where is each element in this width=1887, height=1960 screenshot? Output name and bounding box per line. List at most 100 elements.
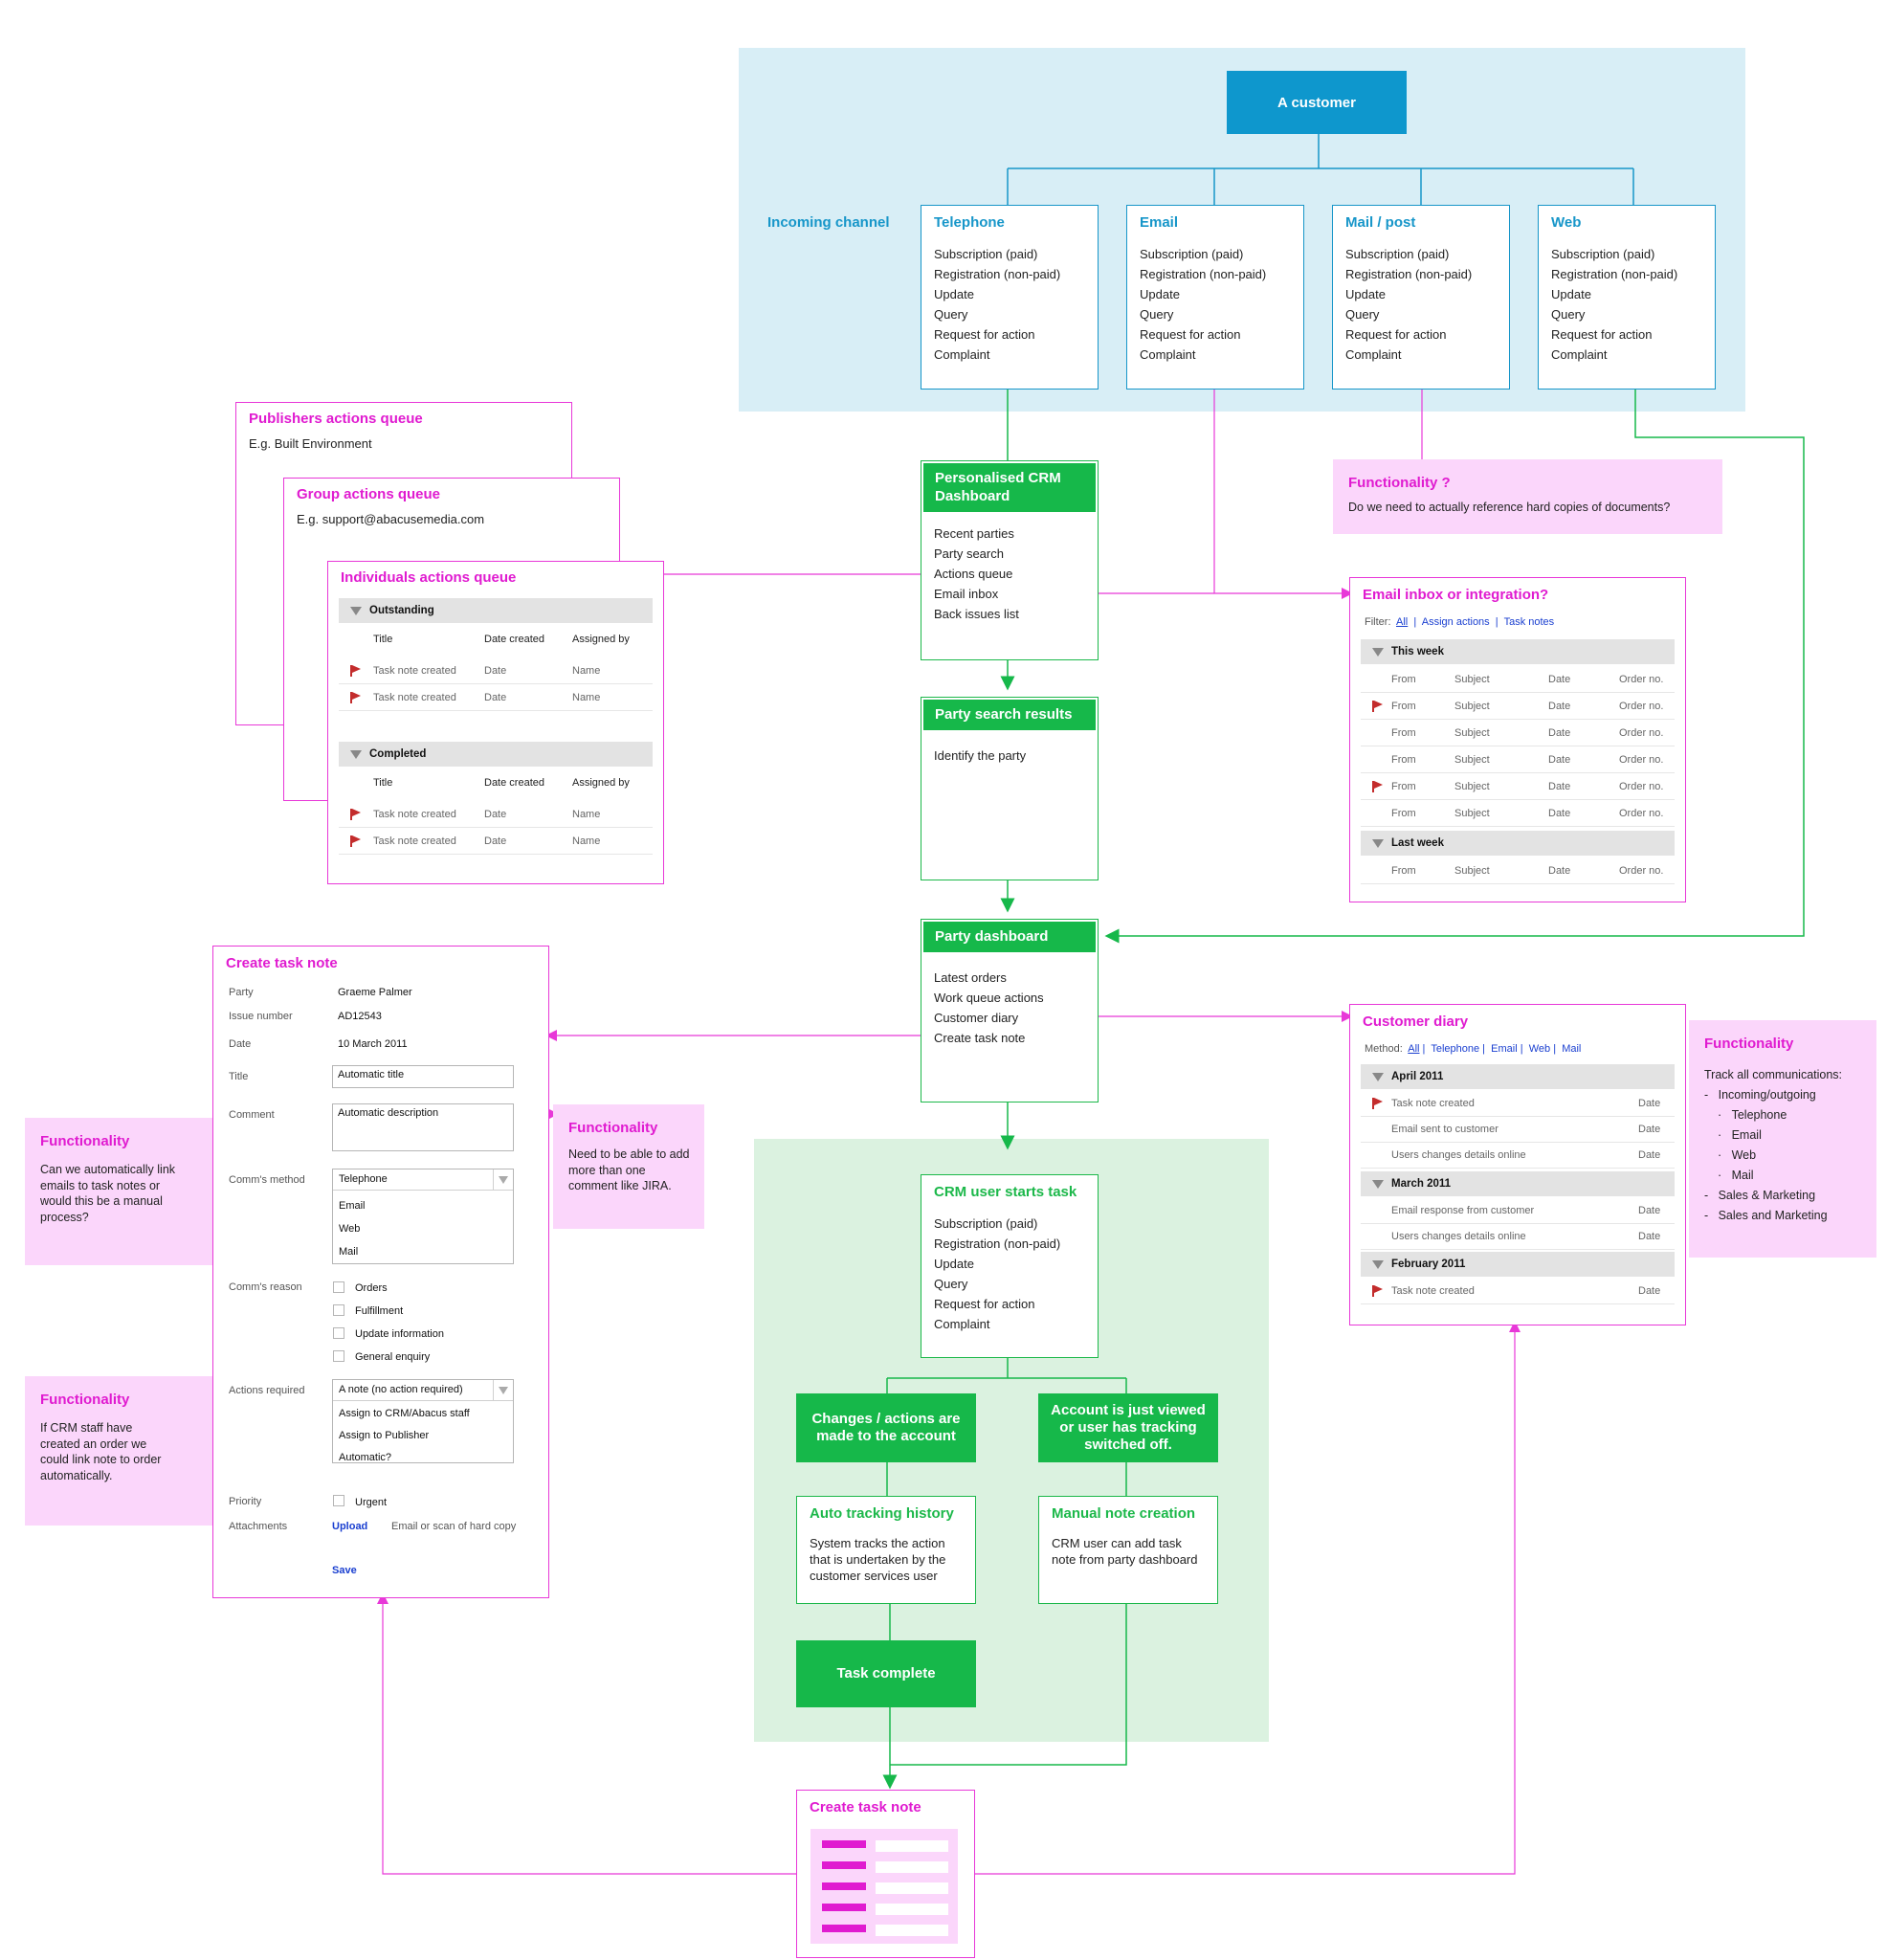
- dashboard-item[interactable]: Party search: [934, 546, 1004, 561]
- note-sub-bullet: Web: [1731, 1148, 1757, 1162]
- method-web-link[interactable]: Web: [1528, 1043, 1551, 1055]
- section-label: February 2011: [1391, 1258, 1466, 1270]
- row-title: Task note created: [373, 809, 456, 820]
- checkbox-label: Update information: [355, 1328, 444, 1340]
- row-title: Task note created: [373, 835, 456, 847]
- task-item: Registration (non-paid): [934, 1236, 1061, 1251]
- create-task-thumb-title: Create task note: [810, 1799, 921, 1815]
- flag-icon: [350, 665, 361, 677]
- section-april-2011[interactable]: April 2011: [1361, 1064, 1675, 1089]
- method-mail-link[interactable]: Mail: [1562, 1043, 1582, 1055]
- method-email-link[interactable]: Email: [1491, 1043, 1518, 1055]
- title-input[interactable]: Automatic title: [332, 1065, 514, 1088]
- auto-tracking-title: Auto tracking history: [810, 1505, 954, 1522]
- actions-option[interactable]: Assign to CRM/Abacus staff: [339, 1408, 470, 1419]
- dashboard-item[interactable]: Back issues list: [934, 607, 1019, 621]
- channel-item: Query: [934, 307, 968, 322]
- create-task-note-form: Create task note Party Graeme Palmer Iss…: [212, 946, 549, 1598]
- email-from: From: [1391, 674, 1416, 685]
- email-date: Date: [1548, 674, 1571, 685]
- comms-method-selected[interactable]: Telephone: [333, 1169, 513, 1191]
- comms-method-select[interactable]: Telephone Email Web Mail: [332, 1169, 514, 1264]
- checkbox-general-enquiry[interactable]: [333, 1350, 344, 1362]
- checkbox-fulfillment[interactable]: [333, 1304, 344, 1316]
- section-last-week[interactable]: Last week: [1361, 831, 1675, 856]
- section-february-2011[interactable]: February 2011: [1361, 1252, 1675, 1277]
- upload-link[interactable]: Upload: [332, 1521, 368, 1532]
- section-outstanding[interactable]: Outstanding: [339, 598, 653, 623]
- dashboard-item[interactable]: Actions queue: [934, 567, 1013, 581]
- filter-task-notes-link[interactable]: Task notes: [1503, 616, 1555, 628]
- party-dashboard-item[interactable]: Customer diary: [934, 1011, 1019, 1025]
- email-subject: Subject: [1454, 701, 1490, 712]
- dropdown-arrow-icon[interactable]: [493, 1169, 513, 1190]
- channel-item: Complaint: [1551, 347, 1608, 362]
- method-telephone-link[interactable]: Telephone: [1431, 1043, 1480, 1055]
- comms-method-option[interactable]: Web: [339, 1223, 361, 1235]
- email-subject: Subject: [1454, 808, 1490, 819]
- save-button[interactable]: Save: [332, 1565, 357, 1576]
- queue-title: Group actions queue: [297, 486, 441, 502]
- crm-dashboard: Personalised CRM Dashboard Recent partie…: [921, 460, 1099, 660]
- actions-selected[interactable]: A note (no action required): [333, 1380, 513, 1401]
- note-body: Do we need to actually reference hard co…: [1348, 501, 1671, 514]
- channel-item: Registration (non-paid): [1345, 267, 1473, 281]
- collapse-triangle-icon: [1372, 648, 1384, 657]
- comms-method-option[interactable]: Email: [339, 1200, 366, 1212]
- dropdown-arrow-icon[interactable]: [493, 1380, 513, 1400]
- channel-item: Complaint: [934, 347, 990, 362]
- section-this-week[interactable]: This week: [1361, 639, 1675, 664]
- manual-note-body: CRM user can add task note from party da…: [1052, 1536, 1198, 1567]
- channel-item: Subscription (paid): [1345, 247, 1450, 261]
- flag-icon: [1372, 781, 1383, 792]
- party-dashboard-item[interactable]: Latest orders: [934, 970, 1007, 985]
- table-row[interactable]: Task note created Date Name: [339, 801, 653, 828]
- actions-required-select[interactable]: A note (no action required) Assign to CR…: [332, 1379, 514, 1463]
- email-from: From: [1391, 754, 1416, 766]
- channel-telephone: Telephone Subscription (paid) Registrati…: [921, 205, 1099, 390]
- channel-title: Web: [1551, 214, 1582, 231]
- comms-method-option[interactable]: Mail: [339, 1246, 359, 1258]
- table-row[interactable]: Task note created Date Name: [339, 684, 653, 711]
- email-date: Date: [1548, 808, 1571, 819]
- checkbox-urgent[interactable]: [333, 1495, 344, 1506]
- diary-date: Date: [1638, 1231, 1661, 1242]
- party-dashboard-item[interactable]: Create task note: [934, 1031, 1026, 1045]
- comment-textarea[interactable]: Automatic description: [332, 1103, 514, 1151]
- party-dashboard-item[interactable]: Work queue actions: [934, 991, 1044, 1005]
- checkbox-update-information[interactable]: [333, 1327, 344, 1339]
- filter-all-link[interactable]: All: [1396, 616, 1409, 628]
- checkbox-orders[interactable]: [333, 1281, 344, 1293]
- method-all-link[interactable]: All: [1408, 1043, 1420, 1055]
- table-row[interactable]: Task note created Date Name: [339, 657, 653, 684]
- email-from: From: [1391, 701, 1416, 712]
- actions-option[interactable]: Assign to Publisher: [339, 1430, 430, 1441]
- dashboard-item[interactable]: Recent parties: [934, 526, 1014, 541]
- note-title: Functionality: [40, 1133, 130, 1149]
- comms-method-label: Comm's method: [229, 1174, 305, 1186]
- dashboard-item[interactable]: Email inbox: [934, 587, 999, 601]
- filter-assign-actions-link[interactable]: Assign actions: [1421, 616, 1490, 628]
- section-completed[interactable]: Completed: [339, 742, 653, 767]
- channel-item: Request for action: [934, 327, 1035, 342]
- customer-diary-panel: Customer diary Method: All | Telephone |…: [1349, 1004, 1686, 1325]
- table-row[interactable]: Task note created Date Name: [339, 828, 653, 855]
- actions-option[interactable]: Automatic?: [339, 1452, 392, 1463]
- task-item: Update: [934, 1257, 974, 1271]
- channel-item: Subscription (paid): [934, 247, 1038, 261]
- task-item: Query: [934, 1277, 968, 1291]
- section-march-2011[interactable]: March 2011: [1361, 1171, 1675, 1196]
